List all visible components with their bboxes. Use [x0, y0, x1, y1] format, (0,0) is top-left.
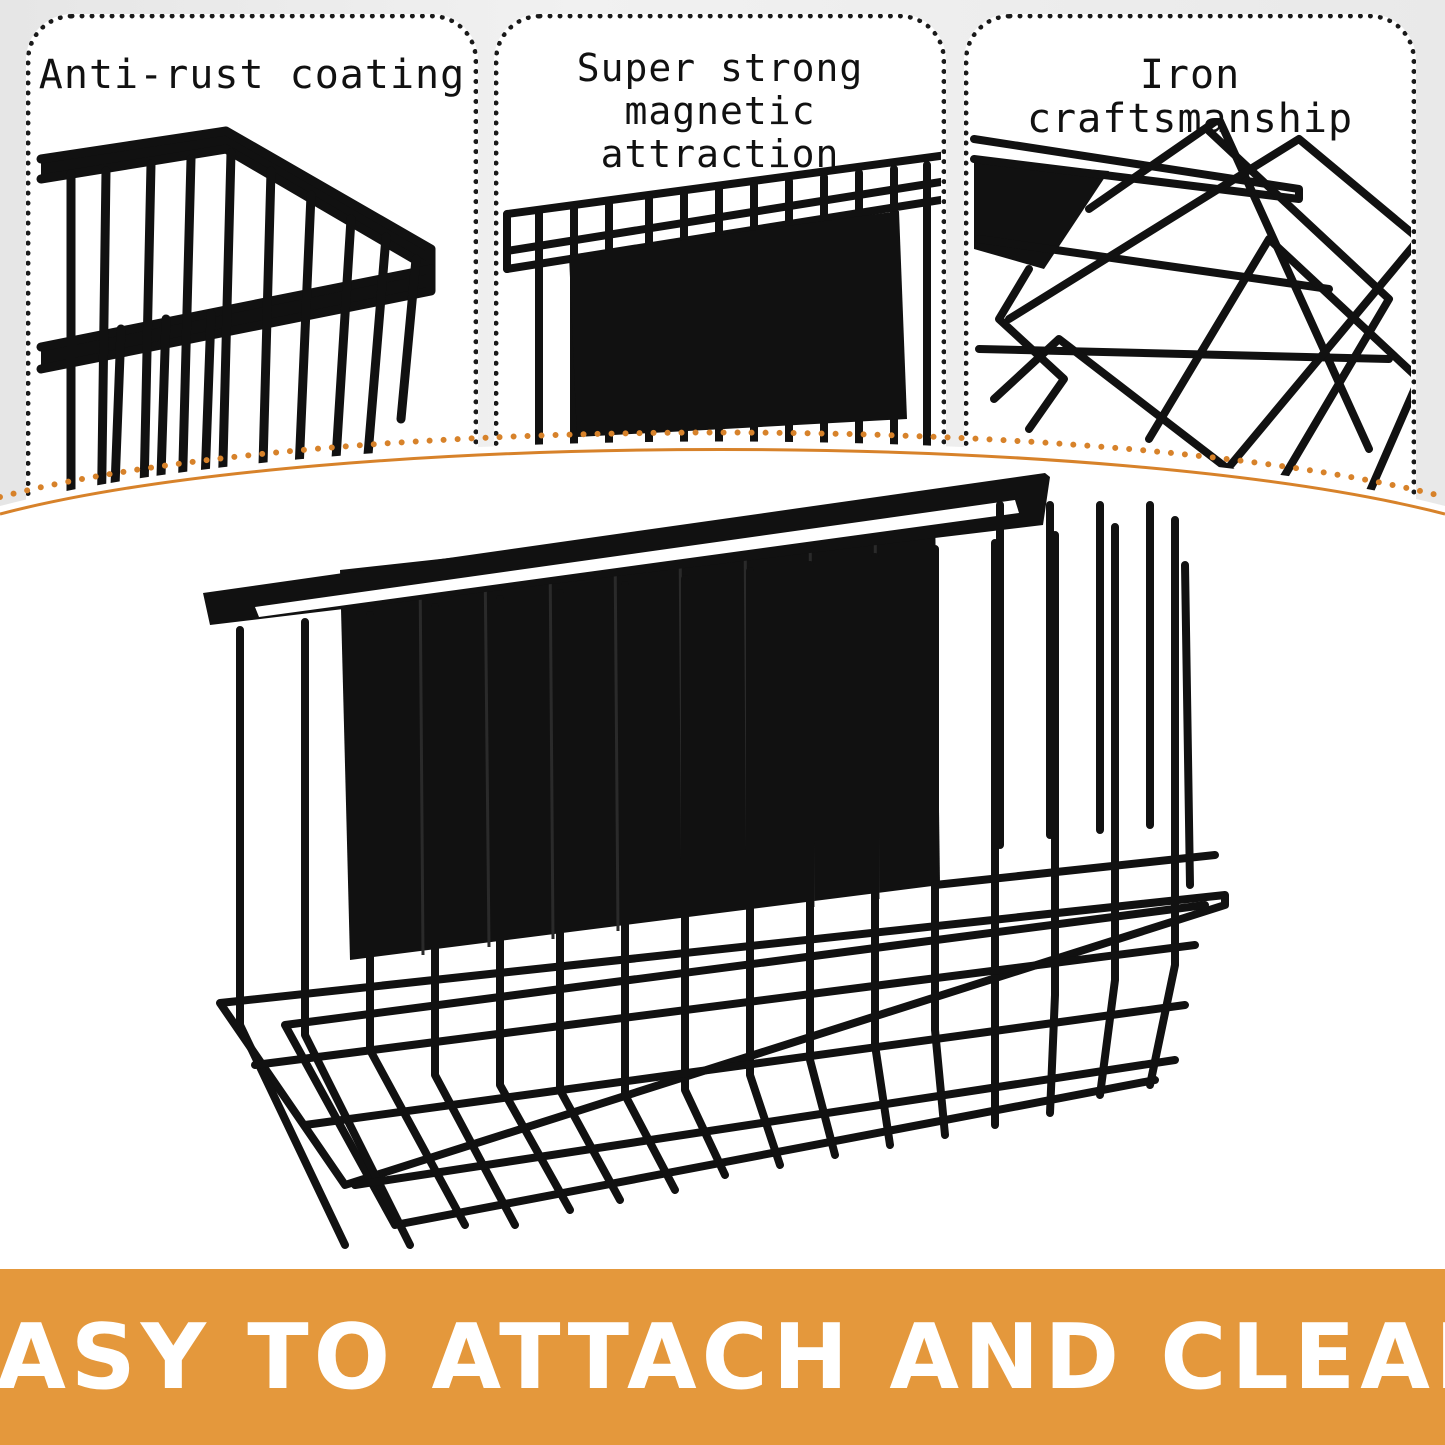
- feature-panel-magnetic: Super strong magnetic attraction: [494, 14, 946, 534]
- bottom-banner: EASY TO ATTACH AND CLEAN: [0, 1269, 1445, 1445]
- feature-panel-anti-rust: Anti-rust coating: [26, 14, 478, 534]
- wire-basket-product-icon: [203, 473, 1229, 1249]
- wire-weave-closeup-icon: [970, 119, 1411, 534]
- magnet-plate-closeup-icon: [503, 151, 941, 534]
- feature-label-iron: Iron craftsmanship: [1026, 52, 1354, 142]
- basket-corner-closeup-icon: [36, 126, 436, 534]
- feature-label-anti-rust: Anti-rust coating: [38, 52, 466, 98]
- feature-panel-iron: Iron craftsmanship: [964, 14, 1416, 534]
- feature-label-magnetic: Super strong magnetic attraction: [576, 46, 864, 176]
- banner-headline: EASY TO ATTACH AND CLEAN: [0, 1304, 1445, 1410]
